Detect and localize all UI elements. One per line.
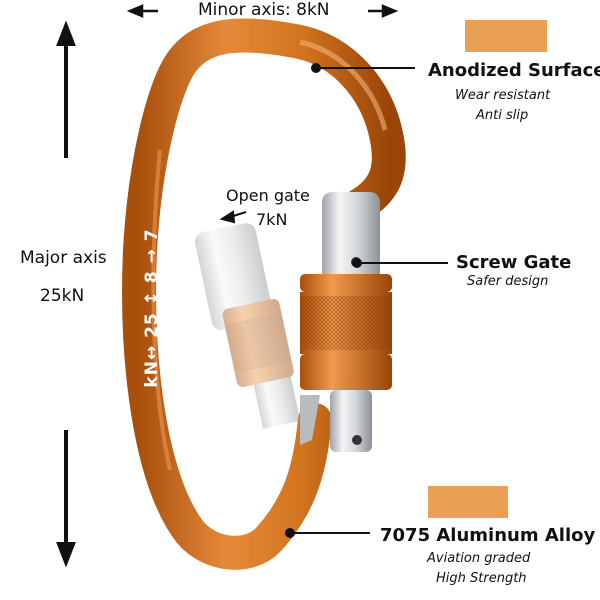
carabiner-rating-engraving: kN↔ 25 ↕ 8 → 7	[142, 228, 162, 388]
feature-line: Aviation graded	[427, 551, 531, 566]
open-gate-ghost	[194, 223, 301, 429]
feature-title-alloy: 7075 Aluminum Alloy	[380, 525, 596, 546]
open-gate-value: 7kN	[256, 210, 288, 229]
screw-gate	[300, 192, 392, 452]
color-swatch-anodized	[465, 20, 547, 52]
feature-line: Safer design	[467, 274, 549, 289]
feature-title-screw-gate: Screw Gate	[456, 252, 572, 273]
open-gate-label: Open gate	[226, 186, 310, 205]
major-axis-value: 25kN	[40, 286, 85, 306]
feature-line: Wear resistant	[455, 88, 551, 103]
minor-axis-label: Minor axis: 8kN	[198, 0, 330, 20]
open-gate-arrow	[219, 210, 247, 224]
minor-axis-arrows	[126, 4, 399, 18]
color-swatch-alloy	[428, 486, 508, 518]
feature-line: High Strength	[436, 571, 527, 586]
major-axis-label: Major axis	[20, 248, 107, 268]
nose-latch	[300, 395, 320, 445]
major-axis-arrow	[56, 20, 76, 568]
feature-line: Anti slip	[476, 108, 529, 123]
feature-title-anodized: Anodized Surface	[428, 60, 600, 81]
callout-lines	[285, 63, 448, 538]
